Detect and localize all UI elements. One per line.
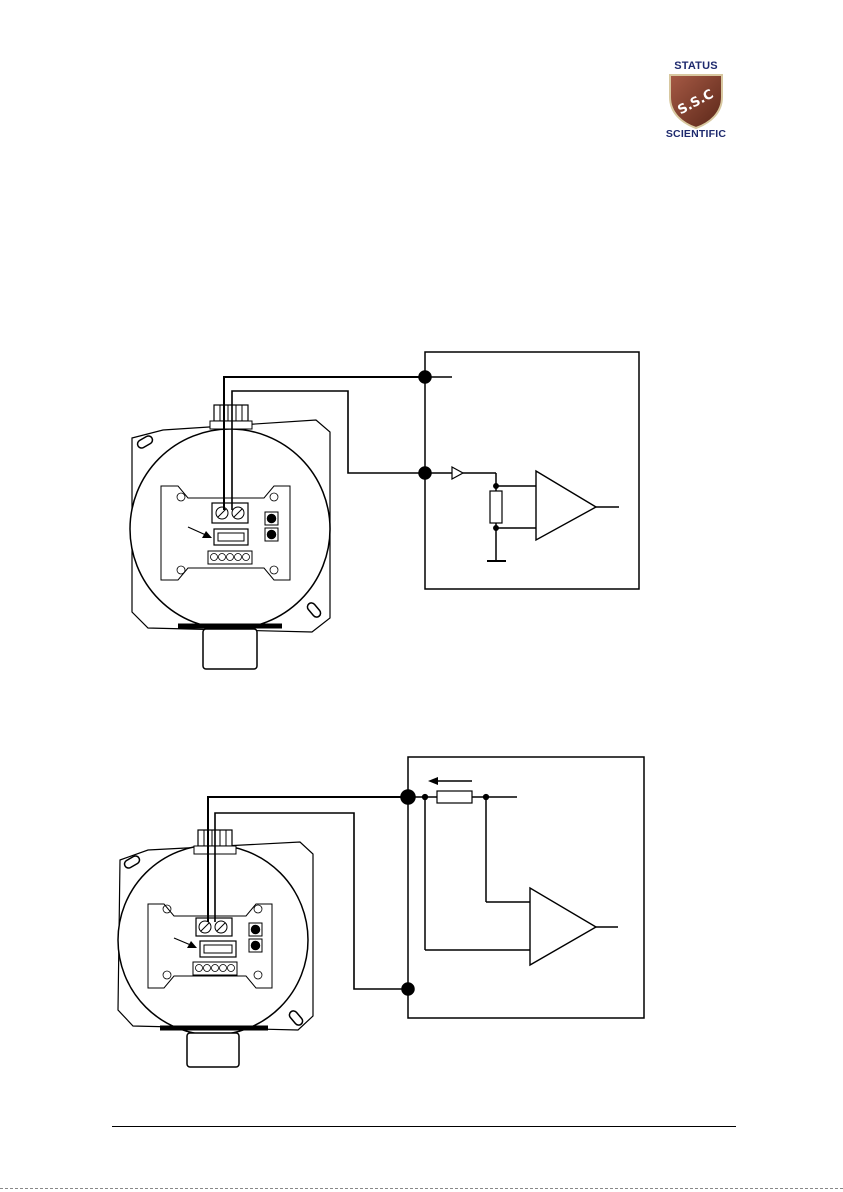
diagram-2: [118, 757, 644, 1067]
page-edge-line: [0, 1188, 843, 1189]
housing-1: [130, 405, 330, 669]
diagram-1: [130, 352, 639, 669]
footer-rule: [112, 1126, 736, 1127]
